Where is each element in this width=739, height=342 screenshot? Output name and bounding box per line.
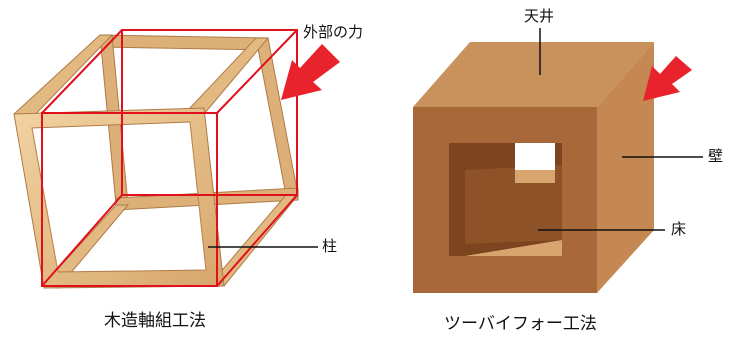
left-figure-caption: 木造軸組工法 bbox=[104, 311, 206, 331]
external-force-label: 外部の力 bbox=[303, 23, 364, 41]
pillar-label: 柱 bbox=[322, 237, 338, 255]
floor-label: 床 bbox=[671, 220, 687, 238]
right-figure-caption: ツーバイフォー工法 bbox=[444, 314, 597, 334]
ceiling-label: 天井 bbox=[524, 7, 555, 25]
external-force-arrow bbox=[281, 44, 340, 100]
original-shape-outline bbox=[41, 29, 298, 287]
two-by-four-box-illustration bbox=[413, 28, 703, 293]
external-force-arrow-right bbox=[643, 56, 692, 101]
wall-label: 壁 bbox=[708, 147, 724, 165]
box-top-face bbox=[413, 42, 654, 107]
timber-frame-illustration bbox=[13, 29, 340, 289]
